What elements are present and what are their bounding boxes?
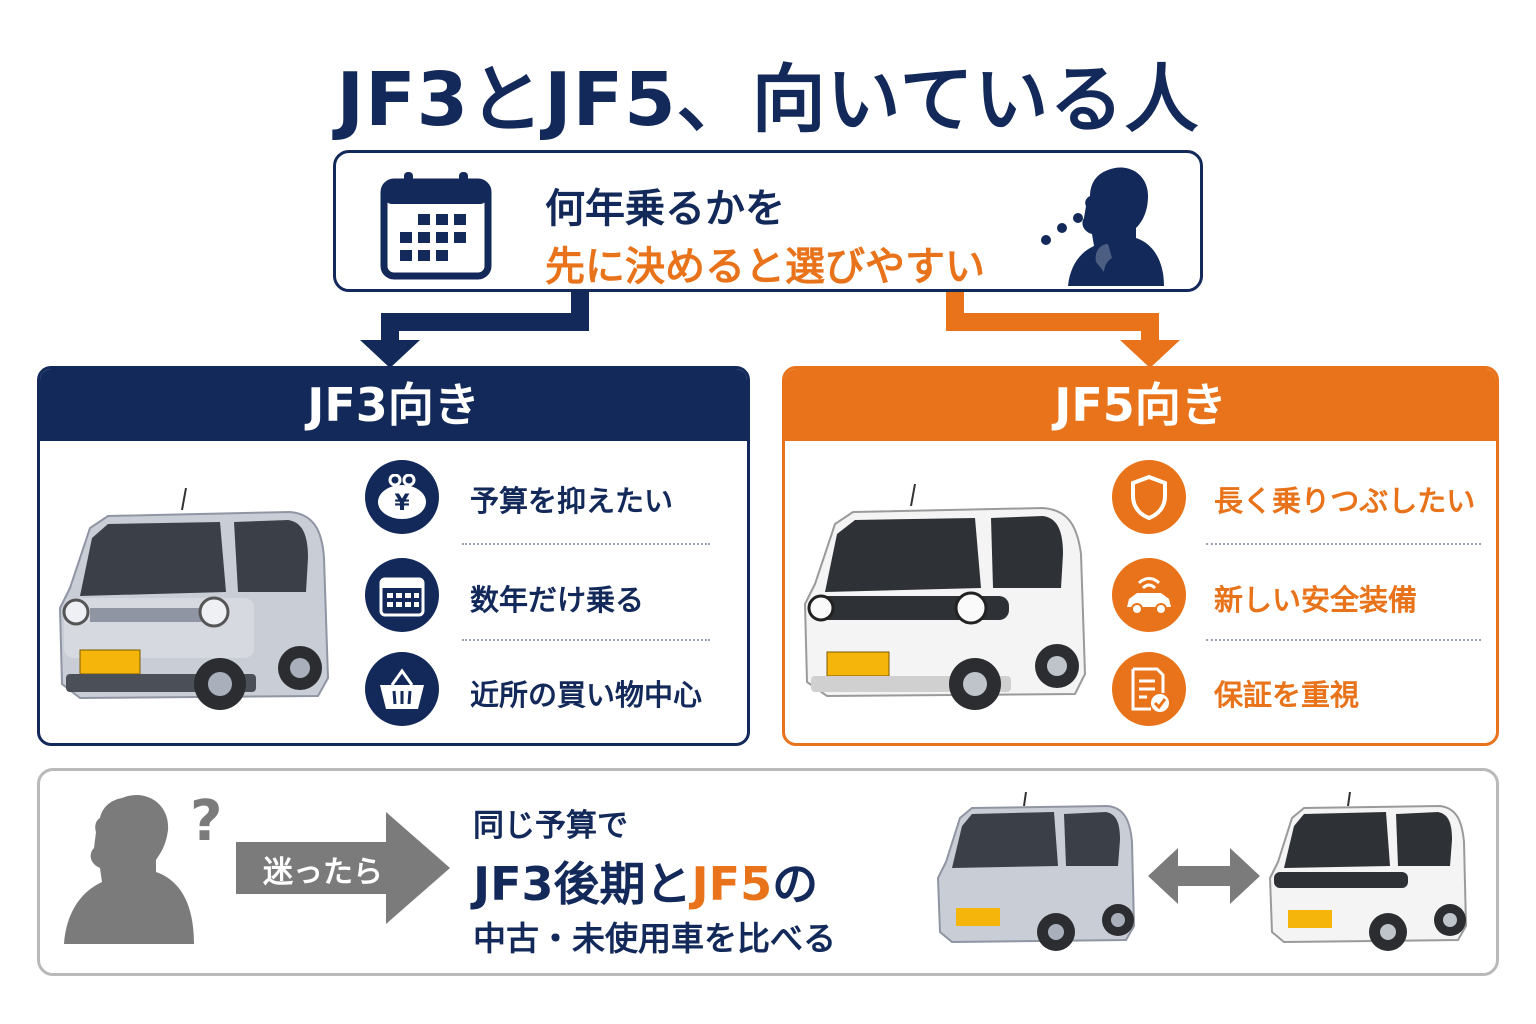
advice-jf3-text: JF3後期と xyxy=(473,857,692,911)
svg-text:¥: ¥ xyxy=(394,491,410,516)
advice-line-1: 同じ予算で xyxy=(473,808,628,844)
confused-person-icon: ? xyxy=(64,789,222,944)
jf5-item-1-label: 長く乗りつぶしたい xyxy=(1214,484,1476,518)
divider xyxy=(462,639,710,641)
compare-arrow-icon xyxy=(1148,848,1260,904)
jf5-car-thumbnail xyxy=(1268,792,1468,951)
advice-particle-text: の xyxy=(772,857,819,911)
shield-icon xyxy=(1112,460,1186,534)
divider xyxy=(1206,639,1481,641)
thinking-person-icon xyxy=(1041,167,1164,286)
car-sensor-icon xyxy=(1112,558,1186,632)
shopping-basket-icon xyxy=(365,652,439,726)
page-title: JF3とJF5、向いている人 xyxy=(336,57,1200,143)
jf3-car-thumbnail xyxy=(936,792,1136,951)
divider xyxy=(462,543,710,545)
yen-purse-icon: ¥ xyxy=(365,460,439,534)
divider xyxy=(1206,543,1481,545)
tip-line-2: 先に決めると選びやすい xyxy=(545,244,985,290)
svg-text:?: ? xyxy=(190,789,222,854)
jf3-item-3-label: 近所の買い物中心 xyxy=(470,678,703,712)
jf3-panel-header: JF3向き xyxy=(40,369,747,441)
jf5-car-image xyxy=(803,484,1087,710)
jf3-item-1-label: 予算を抑えたい xyxy=(470,484,674,518)
warranty-document-icon xyxy=(1112,652,1186,726)
jf3-car-image xyxy=(58,488,330,710)
tip-line-1: 何年乗るかを xyxy=(545,186,785,232)
jf5-item-2-label: 新しい安全装備 xyxy=(1214,583,1418,617)
advice-line-3: 中古・未使用車を比べる xyxy=(473,919,836,958)
arrow-label: 迷ったら xyxy=(263,855,383,890)
calendar-icon xyxy=(380,172,492,280)
branch-arrows xyxy=(360,292,1180,368)
jf5-item-3-label: 保証を重視 xyxy=(1214,678,1360,712)
advice-jf5-text: JF5 xyxy=(691,857,773,911)
advice-line-2: JF3後期とJF5の xyxy=(473,848,818,914)
calendar-icon xyxy=(365,558,439,632)
jf3-item-2-label: 数年だけ乗る xyxy=(470,583,645,617)
jf5-panel-header: JF5向き xyxy=(785,369,1496,441)
right-arrow-shape xyxy=(236,812,450,924)
decision-tip-box xyxy=(333,150,1203,292)
